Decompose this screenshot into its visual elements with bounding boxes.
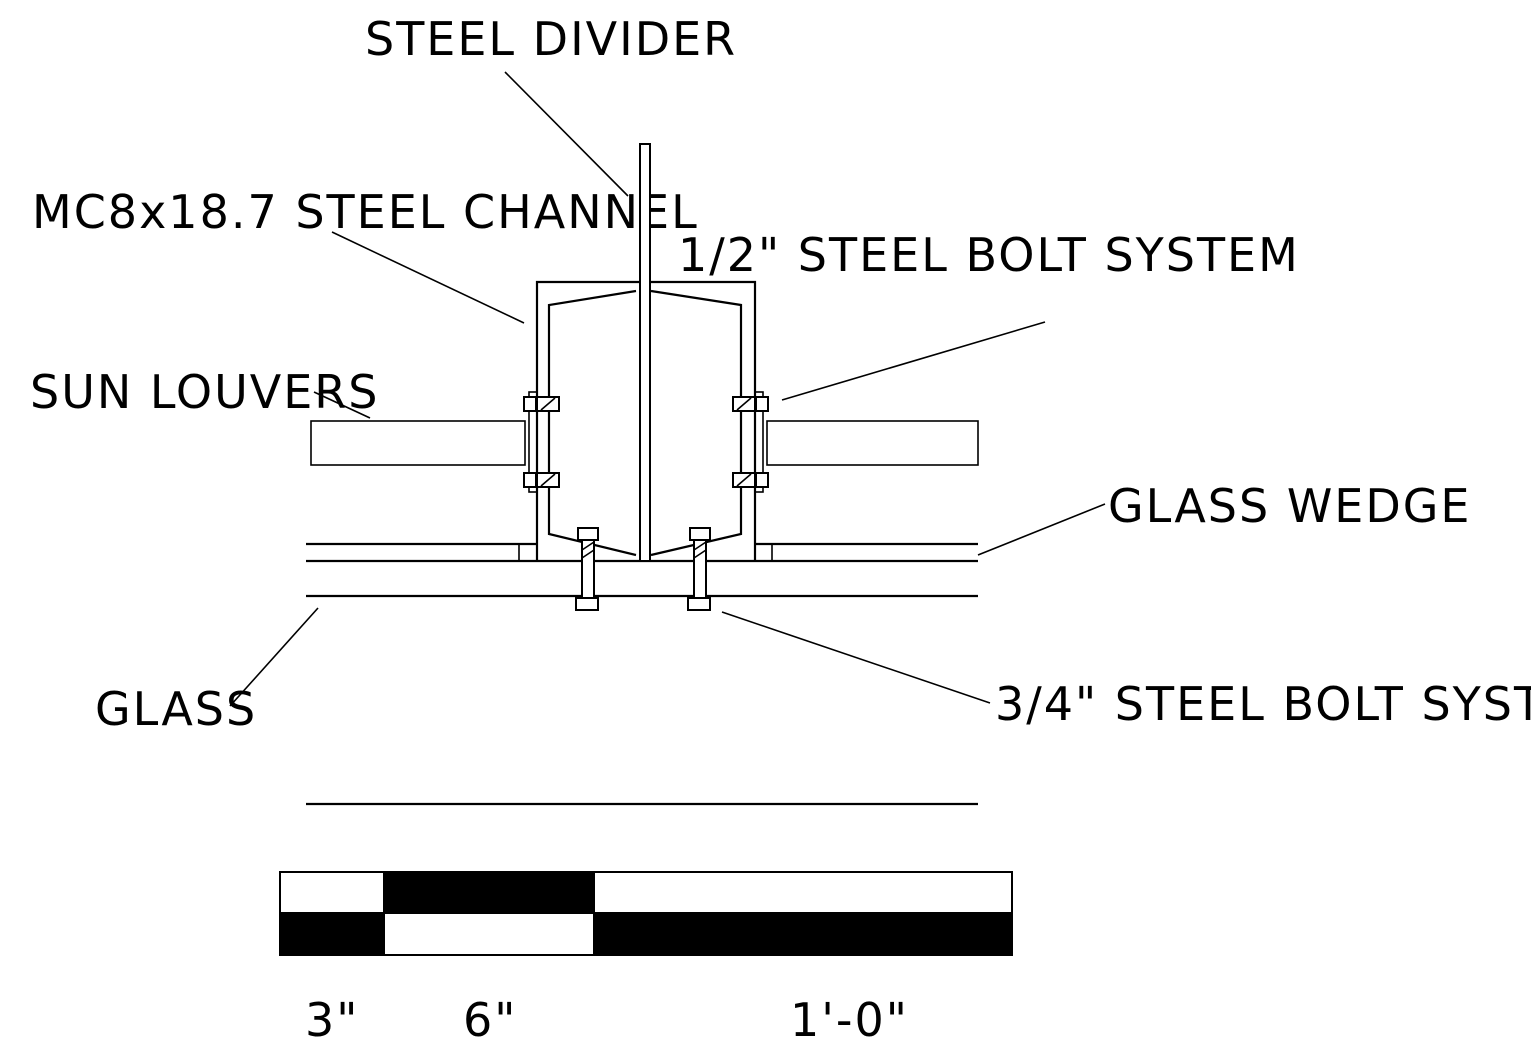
bottom-bolt-right-thread-b xyxy=(693,549,707,559)
leader-half-inch-bolt xyxy=(781,321,1046,401)
glass-wedge-left-block xyxy=(518,543,538,562)
sun-louver-right xyxy=(766,420,979,466)
label-steel-channel: MC8x18.7 STEEL CHANNEL xyxy=(32,185,699,239)
bottom-bolt-right-head xyxy=(689,527,711,541)
sun-louver-left xyxy=(310,420,526,466)
right-bolt-thread-bottom xyxy=(736,473,752,487)
label-glass-wedge: GLASS WEDGE xyxy=(1108,479,1472,533)
leader-glass xyxy=(229,607,319,707)
scale-label-3-inch: 3" xyxy=(305,993,359,1043)
left-bolt-nut-top xyxy=(523,396,537,412)
bottom-bolt-left-thread-b xyxy=(581,549,595,559)
label-sun-louvers: SUN LOUVERS xyxy=(30,365,379,419)
bottom-bolt-left-head xyxy=(577,527,599,541)
scale-bar-bottom-segment-3 xyxy=(593,912,1013,956)
right-bolt-plate xyxy=(754,391,764,493)
glass-wedge-right-block xyxy=(754,543,773,562)
leader-steel-divider xyxy=(504,71,629,197)
leader-three-quarter-bolt xyxy=(721,611,991,704)
scale-label-6-inch: 6" xyxy=(463,993,517,1043)
half-inch-bolt-system xyxy=(523,391,769,493)
right-bolt-thread-top xyxy=(736,397,752,411)
scale-bar-top-segment-3 xyxy=(593,871,1013,914)
steel-channel-inner-left xyxy=(547,289,637,557)
scale-bar-top-segment-2 xyxy=(383,871,595,914)
left-bolt-plate xyxy=(528,391,538,493)
bottom-bolt-right-nut xyxy=(687,597,711,611)
leader-sun-louvers xyxy=(313,391,371,419)
scale-bar-bottom-segment-2 xyxy=(383,912,595,956)
scale-bar: 3" 6" 1'-0" xyxy=(279,871,1013,1043)
scale-bar-top-segment-1 xyxy=(279,871,385,914)
label-glass: GLASS xyxy=(95,682,257,736)
bottom-bolt-left-thread-a xyxy=(581,541,595,551)
leader-steel-channel xyxy=(331,231,525,324)
left-bolt-nut-bottom xyxy=(523,472,537,488)
label-half-inch-bolt-system: 1/2" STEEL BOLT SYSTEM xyxy=(678,228,1300,282)
leader-lines xyxy=(229,71,1106,707)
glass-assembly xyxy=(306,542,978,806)
three-quarter-bolt-system xyxy=(575,527,711,611)
scale-bar-bottom-segment-1 xyxy=(279,912,385,956)
sun-louvers xyxy=(310,420,979,466)
right-bolt-nut-bottom xyxy=(755,472,769,488)
label-three-quarter-bolt-system: 3/4" STEEL BOLT SYSTEM xyxy=(995,677,1531,731)
left-bolt-thread-bottom xyxy=(540,473,556,487)
scale-label-1-foot: 1'-0" xyxy=(790,993,909,1043)
left-bolt-thread-top xyxy=(540,397,556,411)
right-bolt-nut-top xyxy=(755,396,769,412)
bottom-bolt-right-thread-a xyxy=(693,541,707,551)
steel-channel-inner-right xyxy=(650,289,743,557)
label-steel-divider: STEEL DIVIDER xyxy=(365,12,737,66)
leader-glass-wedge xyxy=(977,503,1106,556)
bottom-bolt-left-nut xyxy=(575,597,599,611)
steel-divider xyxy=(639,143,651,562)
